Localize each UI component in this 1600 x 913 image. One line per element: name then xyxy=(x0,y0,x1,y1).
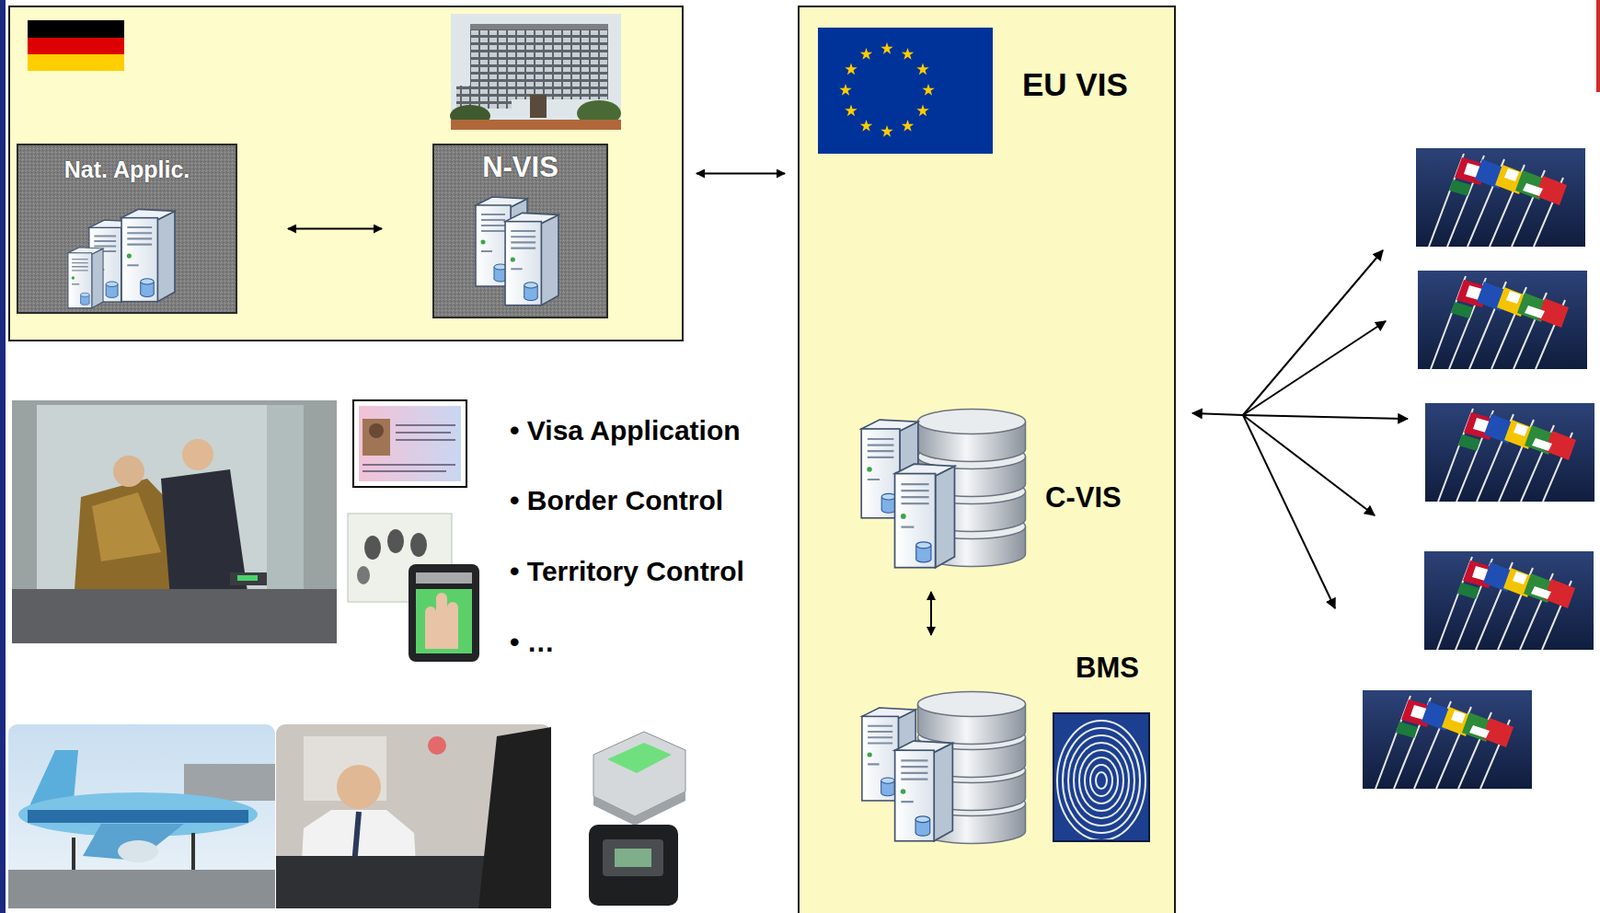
bullet-item: • Visa Application xyxy=(509,414,741,448)
airplane-photo xyxy=(8,724,276,909)
node-label: Nat. Applic. xyxy=(64,156,191,184)
bullet-item: • Territory Control xyxy=(509,555,745,588)
connector-arrow xyxy=(930,591,933,635)
server-box: N-VIS xyxy=(432,143,609,319)
database-icon xyxy=(862,691,1026,844)
flat-scanner xyxy=(593,731,686,826)
edge-strip xyxy=(0,0,6,913)
eu-system-panel: EU VIS C-VIS BMS xyxy=(797,5,1176,913)
node-label: BMS xyxy=(1075,651,1140,685)
edge-strip xyxy=(1596,0,1600,93)
connector-arrow xyxy=(287,228,382,231)
officer-photo xyxy=(276,724,552,909)
node-label: N-VIS xyxy=(482,150,559,185)
bullet-item: • … xyxy=(509,626,555,659)
flat-scanner xyxy=(588,824,679,906)
german-flag xyxy=(27,20,125,71)
national-system-panel: Nat. Applic. N-VIS xyxy=(8,5,684,342)
connector-arrow xyxy=(696,172,785,175)
fingerprint-image xyxy=(1053,713,1150,841)
database-cluster: C-VIS xyxy=(859,407,1136,576)
bullet-item: • Border Control xyxy=(509,484,724,518)
node-label: C-VIS xyxy=(1045,481,1122,515)
counter-photo xyxy=(11,400,337,644)
building-photo xyxy=(449,13,622,130)
fan-arrows xyxy=(1192,250,1408,609)
label-holder: • Visa Application xyxy=(509,414,741,448)
visa-sticker xyxy=(353,400,467,487)
label-holder: • Territory Control xyxy=(509,555,745,588)
database-cluster: BMS xyxy=(859,651,1154,847)
handheld-scanner xyxy=(408,564,480,662)
label-holder: • … xyxy=(509,626,555,659)
database-icon xyxy=(859,407,1035,576)
member-state-flags xyxy=(1362,148,1595,789)
server-box: Nat. Applic. xyxy=(16,143,238,314)
node-label: EU VIS xyxy=(1022,66,1129,104)
label-holder: • Border Control xyxy=(509,484,724,518)
